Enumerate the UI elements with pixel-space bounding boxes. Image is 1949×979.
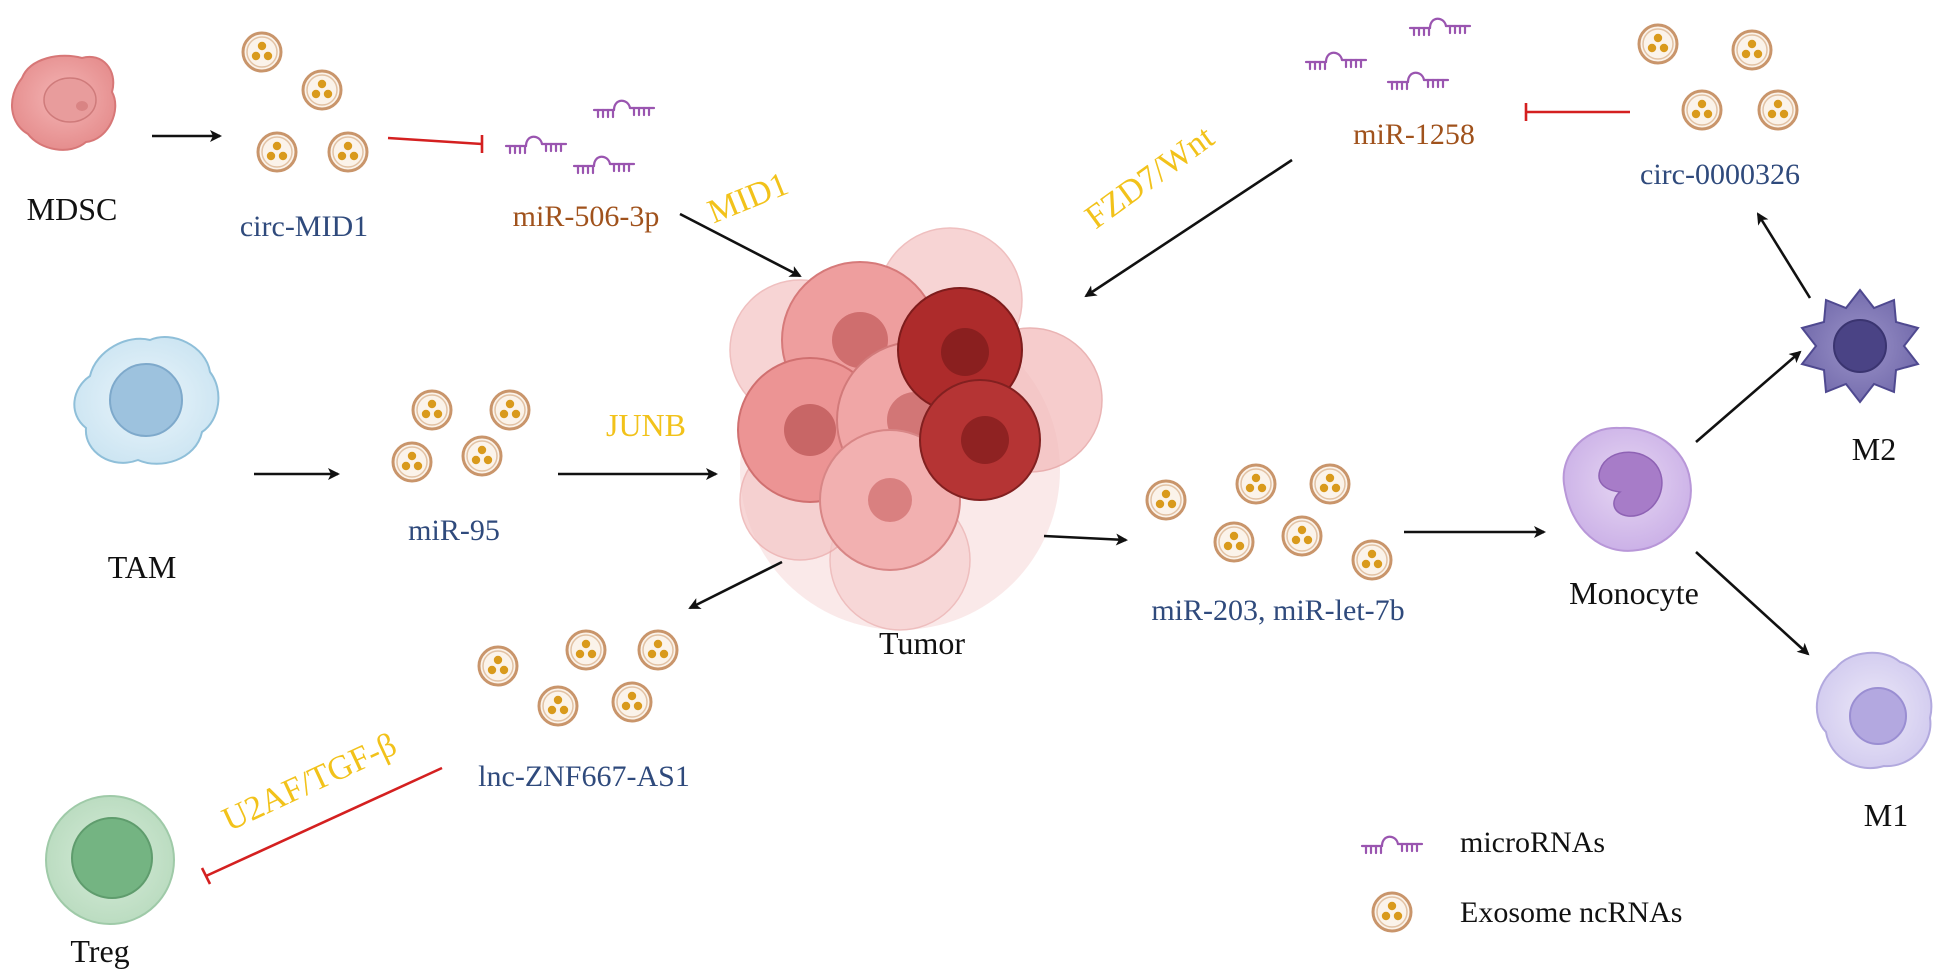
label-mir-1258: miR-1258	[1353, 118, 1475, 151]
label-mir-203: miR-203, miR-let-7b	[1151, 594, 1404, 627]
arrow-tumor-lnc	[688, 560, 783, 610]
microrna-group-mir-1258	[1304, 17, 1472, 91]
label-mir-506: miR-506-3p	[513, 200, 660, 233]
legend-exosome-label: Exosome ncRNAs	[1460, 896, 1682, 929]
arrow-tumor-mir203	[1043, 533, 1128, 546]
tumor-cluster	[729, 227, 1103, 631]
label-tam: TAM	[108, 549, 177, 585]
arrow-mir506-tumor	[679, 212, 802, 278]
pathway-junb: JUNB	[606, 407, 686, 443]
legend: microRNAs Exosome ncRNAs	[1360, 826, 1682, 933]
label-mir-95: miR-95	[408, 514, 500, 547]
legend-microrna-icon	[1360, 835, 1424, 855]
label-monocyte: Monocyte	[1569, 575, 1699, 611]
inhibit-circ-326	[1524, 103, 1630, 121]
mdsc-cell	[10, 54, 117, 151]
arrow-m2-circ326	[1756, 212, 1812, 299]
arrow-mir1258-tumor	[1084, 158, 1293, 298]
microrna-group-mir-506	[504, 99, 656, 175]
exosome-group-circ-mid1	[241, 31, 369, 173]
exosome-group-mir-203	[1145, 463, 1393, 581]
exosome-group-lnc-znf	[477, 629, 679, 727]
label-treg: Treg	[70, 933, 129, 969]
tam-cell	[73, 335, 220, 465]
arrow-monocyte-m2	[1695, 350, 1802, 443]
treg-cell	[45, 795, 175, 925]
legend-exosome-icon	[1371, 891, 1413, 933]
label-m1: M1	[1864, 797, 1908, 833]
label-lnc-znf: lnc-ZNF667-AS1	[478, 760, 690, 793]
m2-cell	[1800, 288, 1920, 404]
pathway-mid1: MID1	[703, 166, 794, 231]
label-tumor: Tumor	[879, 625, 965, 661]
legend-microrna-label: microRNAs	[1460, 826, 1605, 859]
label-m2: M2	[1852, 431, 1896, 467]
label-circ-326: circ-0000326	[1640, 158, 1800, 191]
m1-cell	[1815, 651, 1933, 770]
inhibition-lines	[200, 103, 1630, 885]
exosome-group-mir-95	[391, 389, 531, 483]
arrows	[152, 130, 1812, 656]
inhibit-lnc-treg	[200, 766, 443, 885]
pathway-u2af-tgf: U2AF/TGF-β	[217, 726, 402, 839]
pathway-fzd7-wnt: FZD7/Wnt	[1079, 118, 1222, 236]
label-mdsc: MDSC	[27, 191, 118, 227]
exosome-group-circ-326	[1637, 23, 1799, 131]
monocyte-cell	[1562, 426, 1692, 552]
arrow-monocyte-m1	[1695, 551, 1810, 656]
label-circ-mid1: circ-MID1	[240, 210, 368, 243]
inhibit-circ-mid1	[387, 135, 484, 153]
